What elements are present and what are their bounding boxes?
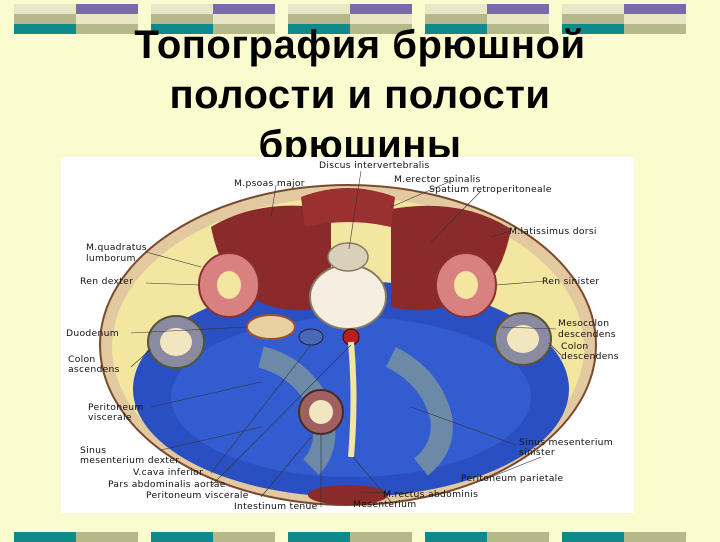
band-block <box>288 4 350 14</box>
band-block <box>562 4 624 14</box>
label-periton-visc-low: Peritoneum viscerale <box>146 490 249 501</box>
slide-title: Топография брюшной полости и полости брю… <box>60 20 660 170</box>
label-intestinum: Intestinum tenue <box>234 501 318 512</box>
band-block <box>14 532 76 542</box>
band-block <box>350 532 412 542</box>
band-block <box>425 4 487 14</box>
label-mesenterium: Mesenterium <box>353 499 417 510</box>
label-duodenum: Duodenum <box>66 328 119 339</box>
band-block <box>213 14 275 24</box>
label-ren-sinister: Ren sinister <box>542 276 600 287</box>
inferior-vena-cava <box>298 328 324 346</box>
label-colon-desc-1: Colon <box>561 341 589 352</box>
duodenum <box>246 314 296 340</box>
mesentery-root <box>348 341 357 458</box>
vertebral-arch <box>327 242 369 272</box>
band-block <box>562 14 624 24</box>
cross-section-illustration: Discus intervertebralis M.psoas major M.… <box>66 160 619 512</box>
label-mesocolon-1: Mesocolon <box>558 318 609 329</box>
label-psoas: M.psoas major <box>234 178 305 189</box>
label-discus: Discus intervertebralis <box>319 160 430 171</box>
label-colon-asc-2: ascendens <box>68 364 120 375</box>
label-periton-visc-1: Peritoneum <box>88 402 144 413</box>
band-block <box>350 24 412 34</box>
label-quadratus-2: lumborum <box>86 253 136 264</box>
band-block <box>350 4 412 14</box>
label-sinus-dex-2: mesenterium dexter <box>80 455 179 466</box>
band-block <box>14 4 76 14</box>
band-block <box>624 24 686 34</box>
band-block <box>151 14 213 24</box>
band-block <box>14 24 76 34</box>
band-block <box>288 14 350 24</box>
band-block <box>151 4 213 14</box>
band-block <box>487 14 549 24</box>
band-block <box>76 24 138 34</box>
left-kidney-hilum <box>454 271 478 299</box>
label-sinus-sin-2: sinister <box>519 447 555 458</box>
label-erector: M.erector spinalis <box>394 174 481 185</box>
band-block <box>487 532 549 542</box>
label-quadratus-1: M.quadratus <box>86 242 147 253</box>
intestine-lumen <box>309 400 333 424</box>
band-block <box>487 4 549 14</box>
band-block <box>425 532 487 542</box>
band-block <box>14 14 76 24</box>
right-kidney-hilum <box>217 271 241 299</box>
band-block <box>624 532 686 542</box>
band-block <box>624 4 686 14</box>
label-latissimus: M.latissimus dorsi <box>509 226 597 237</box>
erector-spinae <box>301 188 395 227</box>
label-spatium: Spatium retroperitoneale <box>429 184 552 195</box>
band-block <box>76 4 138 14</box>
ascending-colon-lumen <box>160 328 192 356</box>
band-block <box>425 14 487 24</box>
small-intestine-loop-2 <box>385 347 453 476</box>
band-block <box>76 532 138 542</box>
label-colon-desc-2: descendens <box>561 351 619 362</box>
band-block <box>213 4 275 14</box>
label-colon-asc-1: Colon <box>68 354 96 365</box>
label-sinus-sin-1: Sinus mesenterium <box>519 437 613 448</box>
descending-colon-lumen <box>507 325 539 353</box>
label-vcava: V.cava inferior <box>133 467 203 478</box>
band-block <box>624 14 686 24</box>
label-ren-dexter: Ren dexter <box>80 276 133 287</box>
band-block <box>288 532 350 542</box>
label-aorta: Pars abdominalis aortae <box>108 479 226 490</box>
leader-lines <box>130 170 562 507</box>
band-block <box>151 532 213 542</box>
band-block <box>562 532 624 542</box>
label-periton-pariet: Peritoneum parietale <box>461 473 564 484</box>
bottom-decor-band <box>0 532 720 542</box>
band-block <box>151 24 213 34</box>
band-block <box>350 14 412 24</box>
title-line-1: Топография брюшной <box>134 23 586 67</box>
band-block <box>487 24 549 34</box>
rectus-abdominis <box>308 485 388 505</box>
top-decor-band <box>0 4 720 34</box>
label-sinus-dex-1: Sinus <box>80 445 106 456</box>
label-rectus: M.rectus abdominis <box>383 489 478 500</box>
vertebral-body <box>309 264 387 330</box>
band-block <box>76 14 138 24</box>
band-block <box>213 532 275 542</box>
band-block <box>425 24 487 34</box>
band-block <box>288 24 350 34</box>
label-periton-visc-2: viscerale <box>88 412 132 423</box>
anatomy-figure: Discus intervertebralis M.psoas major M.… <box>61 157 634 513</box>
label-mesocolon-2: descendens <box>558 329 616 340</box>
band-block <box>562 24 624 34</box>
title-line-2: полости и полости <box>169 73 551 117</box>
band-block <box>213 24 275 34</box>
